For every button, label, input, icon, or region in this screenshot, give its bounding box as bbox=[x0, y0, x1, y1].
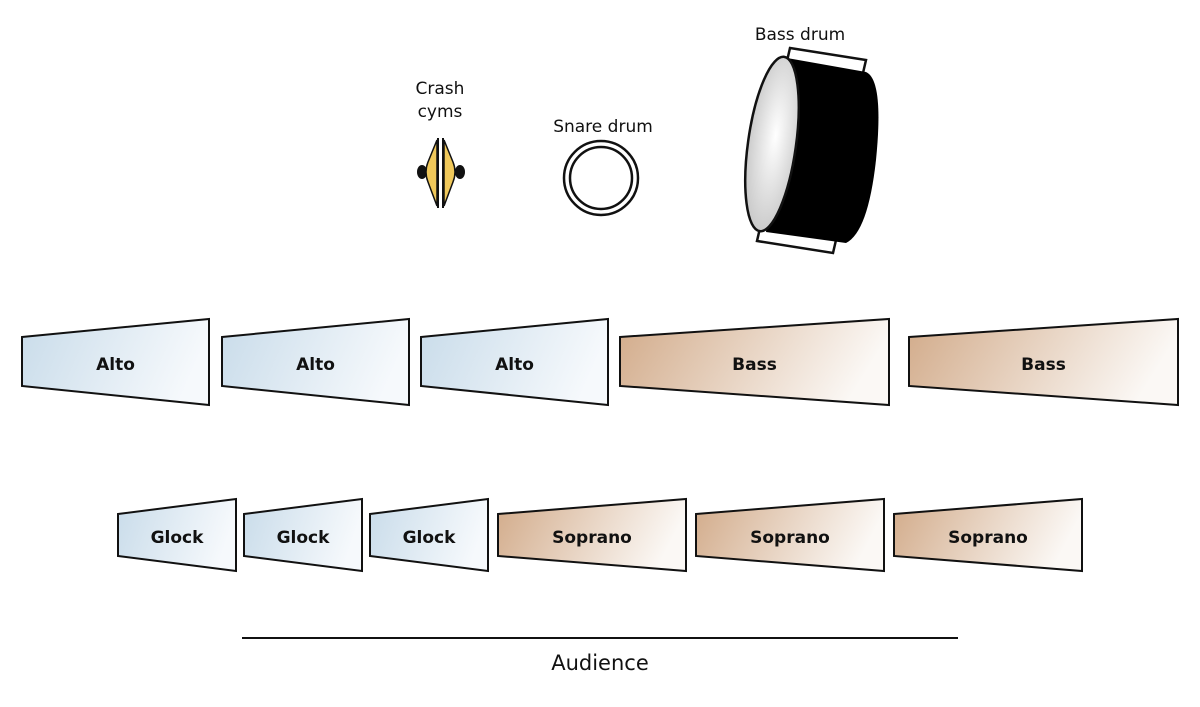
front-row-section-soprano: Soprano bbox=[893, 497, 1083, 573]
audience-label: Audience bbox=[551, 651, 649, 675]
back-row-section-bass: Bass bbox=[908, 317, 1179, 407]
back-row-section-shape bbox=[21, 317, 210, 407]
crash-cymbals-icon bbox=[417, 138, 465, 208]
front-row-section-label: Soprano bbox=[750, 528, 830, 548]
front-row: Glock Glock Glock Soprano Soprano Soprano bbox=[117, 497, 1083, 573]
back-row-section-shape bbox=[221, 317, 410, 407]
front-row-section-glock: Glock bbox=[243, 497, 363, 573]
front-row-section-shape bbox=[893, 497, 1083, 573]
back-row-section-shape bbox=[420, 317, 609, 407]
bass-drum: Bass drum bbox=[744, 25, 879, 255]
back-row-section-label: Alto bbox=[96, 355, 135, 375]
front-row-section-label: Glock bbox=[403, 528, 457, 548]
crash-cymbals-label-line2: cyms bbox=[418, 102, 463, 122]
front-row-section-glock: Glock bbox=[369, 497, 489, 573]
front-row-section-label: Soprano bbox=[552, 528, 632, 548]
front-row-section-label: Soprano bbox=[948, 528, 1028, 548]
audience-marker: Audience bbox=[242, 637, 958, 675]
bass-drum-icon bbox=[744, 46, 879, 255]
back-row-section-alto: Alto bbox=[420, 317, 609, 407]
back-row-section-label: Alto bbox=[495, 355, 534, 375]
crash-cymbals-label-line1: Crash bbox=[416, 79, 465, 99]
back-row-section-bass: Bass bbox=[619, 317, 890, 407]
front-row-section-shape bbox=[243, 497, 363, 573]
back-row-section-alto: Alto bbox=[21, 317, 210, 407]
back-row-section-shape bbox=[619, 317, 890, 407]
front-row-section-label: Glock bbox=[151, 528, 205, 548]
back-row-section-label: Bass bbox=[732, 355, 777, 375]
snare-drum-label: Snare drum bbox=[553, 117, 653, 137]
front-row-section-soprano: Soprano bbox=[497, 497, 687, 573]
back-row-section-label: Bass bbox=[1021, 355, 1066, 375]
front-row-section-soprano: Soprano bbox=[695, 497, 885, 573]
front-row-section-label: Glock bbox=[277, 528, 331, 548]
back-row-section-alto: Alto bbox=[221, 317, 410, 407]
back-row-section-shape bbox=[908, 317, 1179, 407]
front-row-section-shape bbox=[369, 497, 489, 573]
back-row-section-label: Alto bbox=[296, 355, 335, 375]
snare-drum-icon bbox=[562, 139, 640, 217]
snare-drum: Snare drum bbox=[553, 117, 653, 217]
front-row-section-shape bbox=[117, 497, 237, 573]
bass-drum-label: Bass drum bbox=[755, 25, 845, 45]
back-row: Alto Alto Alto Bass Bass bbox=[21, 317, 1179, 407]
front-row-section-glock: Glock bbox=[117, 497, 237, 573]
front-row-section-shape bbox=[695, 497, 885, 573]
crash-cymbals: Crash cyms bbox=[416, 79, 465, 208]
front-row-section-shape bbox=[497, 497, 687, 573]
